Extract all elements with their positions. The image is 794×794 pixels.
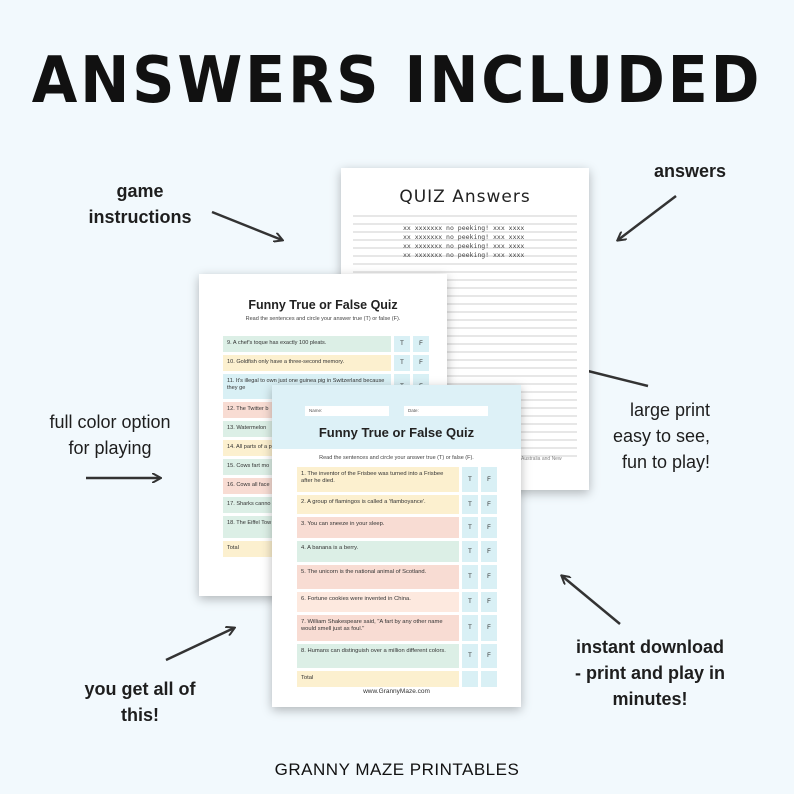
question-text: 4. A banana is a berry. — [297, 541, 459, 562]
question-row: 2. A group of flamingos is called a 'fla… — [297, 495, 497, 514]
headline: ANSWERS INCLUDED — [31, 44, 763, 118]
date-field: Date: — [404, 406, 488, 416]
true-answer-box: T — [462, 517, 478, 538]
name-field: Name: — [305, 406, 389, 416]
answers-sheet-title: QUIZ Answers — [399, 187, 531, 207]
quiz-sheet-front: Name: Date: Funny True or False Quiz Rea… — [272, 385, 521, 707]
quiz-title: Funny True or False Quiz — [248, 298, 398, 312]
false-answer-box: F — [481, 615, 497, 641]
true-answer-box: T — [462, 615, 478, 641]
true-answer-box: T — [462, 565, 478, 589]
arrow-you-get — [165, 628, 234, 662]
question-row: 10. Goldfish only have a three-second me… — [223, 355, 429, 371]
note-you-get: you get all of this! — [84, 679, 196, 725]
quiz-title: Funny True or False Quiz — [318, 425, 475, 440]
false-answer-box: F — [481, 541, 497, 562]
true-answer-box: T — [462, 467, 478, 492]
question-text: 6. Fortune cookies were invented in Chin… — [297, 592, 459, 612]
question-text: 5. The unicorn is the national animal of… — [297, 565, 459, 589]
peek-line: xx xxxxxxx no peeking! xxx xxxx — [403, 233, 525, 241]
quiz-header: Name: Date: Funny True or False Quiz — [272, 385, 521, 449]
peek-line: xx xxxxxxx no peeking! xxx xxxx — [403, 242, 525, 250]
peek-line: xx xxxxxxx no peeking! xxx xxxx — [403, 251, 525, 259]
false-answer-box: F — [481, 592, 497, 612]
arrow-answers — [618, 195, 677, 240]
footer-brand: GRANNY MAZE PRINTABLES — [274, 760, 520, 779]
arrow-game-instructions — [211, 210, 282, 240]
question-text: 10. Goldfish only have a three-second me… — [223, 355, 391, 371]
question-text: Total — [297, 671, 459, 687]
false-answer-box: F — [413, 355, 429, 371]
question-row: 9. A chef's toque has exactly 100 pleats… — [223, 336, 429, 352]
note-answers: answers — [654, 161, 727, 181]
note-large-print: large print easy to see, fun to play! — [612, 400, 710, 472]
question-row: 7. William Shakespeare said, "A fart by … — [297, 615, 497, 641]
question-text: 8. Humans can distinguish over a million… — [297, 644, 459, 668]
note-game-instructions: game instructions — [88, 181, 192, 227]
question-row: 8. Humans can distinguish over a million… — [297, 644, 497, 668]
true-answer-box: T — [394, 336, 410, 352]
true-answer-box — [462, 671, 478, 687]
true-answer-box: T — [462, 495, 478, 514]
false-answer-box: F — [481, 467, 497, 492]
quiz-instructions: Read the sentences and circle your answe… — [319, 455, 474, 461]
arrow-instant-download — [562, 576, 621, 625]
question-row: 5. The unicorn is the national animal of… — [297, 565, 497, 589]
no-peeking-lines: xx xxxxxxx no peeking! xxx xxxx xx xxxxx… — [403, 224, 524, 260]
answers-fragment: Australia and New — [521, 456, 562, 462]
true-answer-box: T — [394, 355, 410, 371]
question-list: 1. The inventor of the Frisbee was turne… — [297, 467, 497, 690]
true-answer-box: T — [462, 592, 478, 612]
false-answer-box: F — [481, 495, 497, 514]
note-instant-download: instant download - print and play in min… — [574, 637, 725, 709]
question-row: Total — [297, 671, 497, 687]
false-answer-box: F — [481, 565, 497, 589]
note-full-color: full color option for playing — [49, 412, 171, 458]
question-row: 1. The inventor of the Frisbee was turne… — [297, 467, 497, 492]
question-text: 1. The inventor of the Frisbee was turne… — [297, 467, 459, 492]
question-text: 2. A group of flamingos is called a 'fla… — [297, 495, 459, 514]
true-answer-box: T — [462, 644, 478, 668]
question-text: 3. You can sneeze in your sleep. — [297, 517, 459, 538]
question-text: 9. A chef's toque has exactly 100 pleats… — [223, 336, 391, 352]
false-answer-box — [481, 671, 497, 687]
peek-line: xx xxxxxxx no peeking! xxx xxxx — [403, 224, 525, 232]
true-answer-box: T — [462, 541, 478, 562]
false-answer-box: F — [413, 336, 429, 352]
question-text: 7. William Shakespeare said, "A fart by … — [297, 615, 459, 641]
false-answer-box: F — [481, 517, 497, 538]
question-row: 6. Fortune cookies were invented in Chin… — [297, 592, 497, 612]
false-answer-box: F — [481, 644, 497, 668]
quiz-instructions: Read the sentences and circle your answe… — [245, 316, 401, 322]
website-url: www.GrannyMaze.com — [363, 688, 430, 695]
